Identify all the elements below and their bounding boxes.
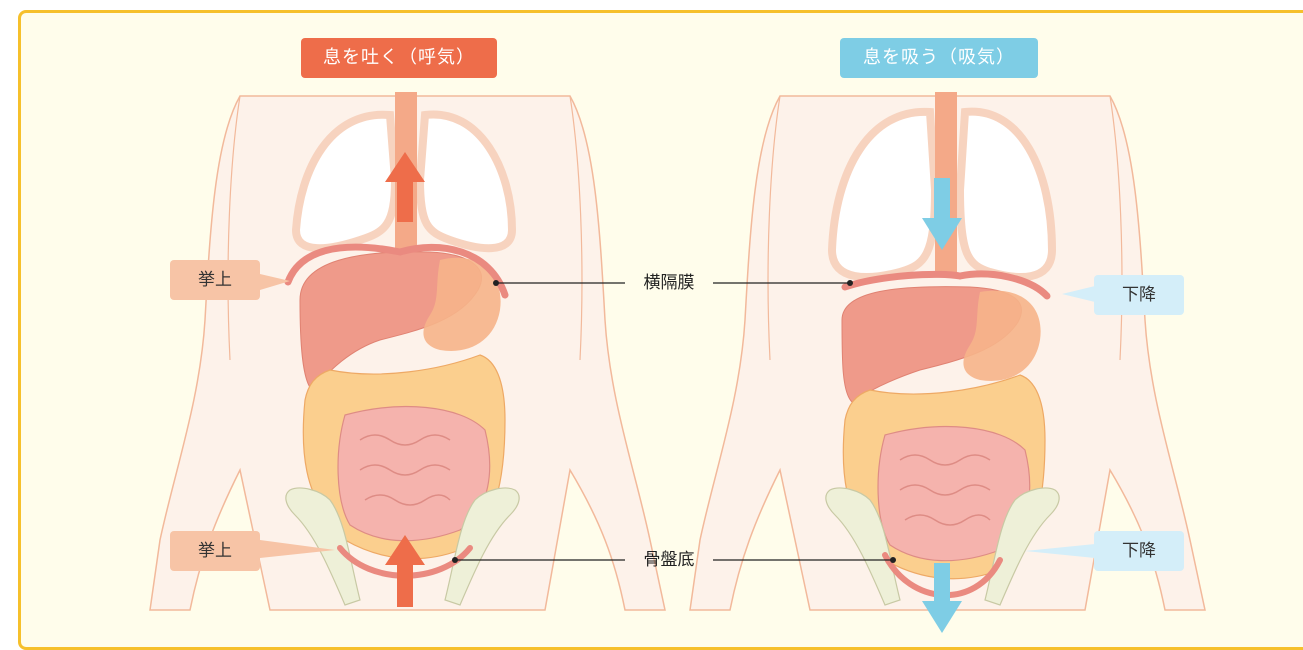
exhale-title: 息を吐く（呼気） bbox=[301, 38, 497, 78]
exhale-pelvic-tag: 挙上 bbox=[170, 531, 260, 571]
diaphragm-leader-right-dot bbox=[847, 280, 853, 286]
exhale-diaphragm-tag: 挙上 bbox=[170, 260, 260, 300]
inhale-pelvic-tag: 下降 bbox=[1094, 531, 1184, 571]
pelvic-leader-left-dot bbox=[452, 557, 458, 563]
inhale-title: 息を吸う（吸気） bbox=[840, 38, 1038, 78]
pelvic-leader-right-dot bbox=[890, 557, 896, 563]
pelvic-floor-label: 骨盤底 bbox=[629, 549, 709, 571]
inhale-diaphragm-tag: 下降 bbox=[1094, 275, 1184, 315]
diaphragm-label: 横隔膜 bbox=[629, 272, 709, 294]
diaphragm-leader-left-dot bbox=[493, 280, 499, 286]
